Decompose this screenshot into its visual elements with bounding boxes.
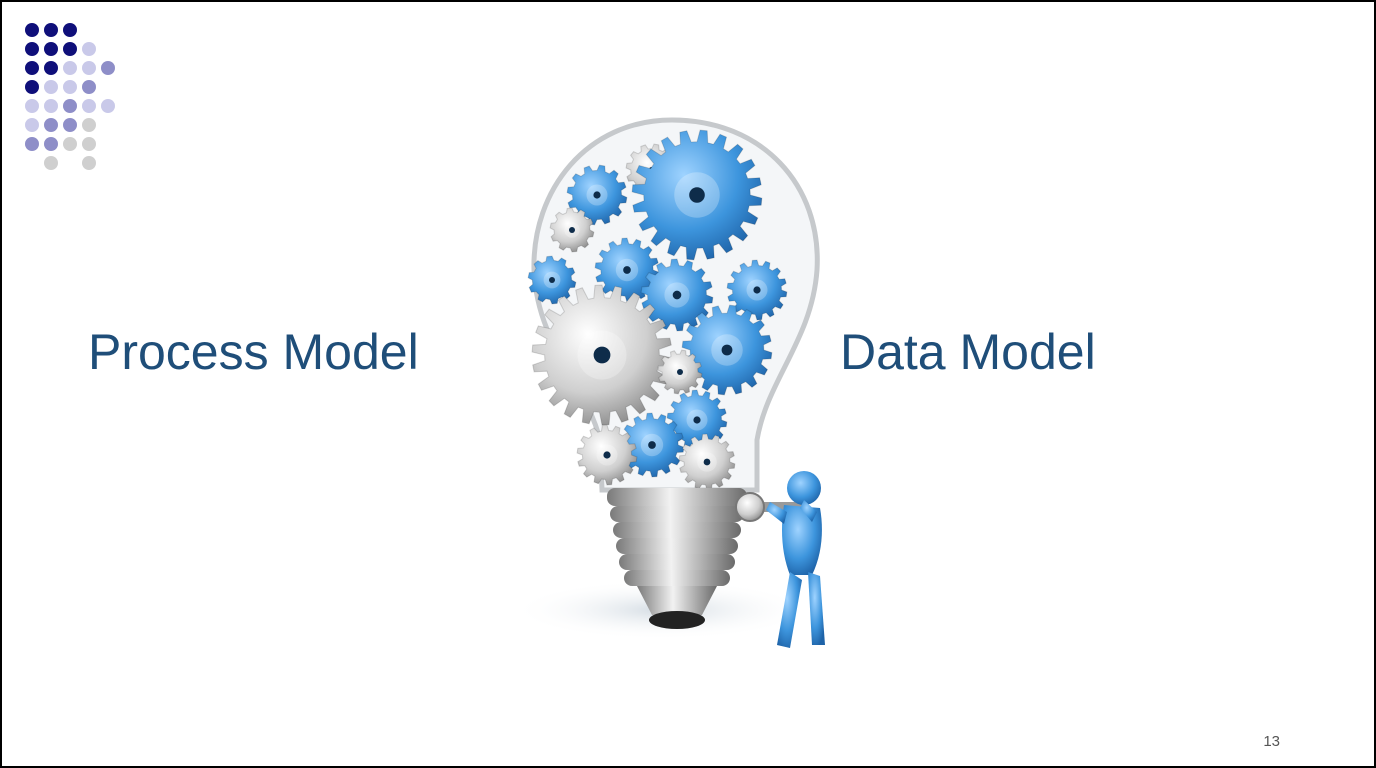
blue-figure <box>766 471 825 648</box>
page-number: 13 <box>1263 733 1280 750</box>
decorative-dot <box>25 61 39 75</box>
decorative-dot <box>44 61 58 75</box>
decorative-dot <box>63 42 77 56</box>
gear-icon <box>549 207 595 253</box>
decorative-dot <box>25 80 39 94</box>
decorative-dot <box>25 137 39 151</box>
gear-icon <box>678 433 736 491</box>
decorative-dot <box>25 23 39 37</box>
decorative-dot <box>82 137 96 151</box>
decorative-dot <box>44 42 58 56</box>
gear-icon <box>657 349 703 395</box>
decorative-dot <box>44 99 58 113</box>
gear-icon <box>527 255 577 305</box>
decorative-dot <box>82 61 96 75</box>
decorative-dot <box>63 137 77 151</box>
decorative-dot <box>82 80 96 94</box>
decorative-dot <box>63 80 77 94</box>
gear-icon <box>726 259 788 321</box>
decorative-dot <box>44 80 58 94</box>
decorative-dot <box>25 42 39 56</box>
crank-hub <box>735 492 765 522</box>
decorative-dot <box>63 61 77 75</box>
data-model-title: Data Model <box>840 324 1096 380</box>
process-model-title: Process Model <box>88 324 419 380</box>
gear-icon <box>640 258 714 332</box>
decorative-dot <box>44 156 58 170</box>
gear-icon <box>531 284 673 426</box>
decorative-dot <box>44 23 58 37</box>
decorative-dot <box>82 42 96 56</box>
decorative-dot <box>44 118 58 132</box>
decorative-dot <box>82 99 96 113</box>
gear-icon <box>594 237 660 303</box>
decorative-dot <box>101 61 115 75</box>
decorative-dot <box>25 99 39 113</box>
decorative-dot <box>44 137 58 151</box>
decorative-dot <box>82 118 96 132</box>
lightbulb-gears-illustration <box>512 117 825 648</box>
decorative-dot <box>63 23 77 37</box>
gear-icon <box>631 129 763 261</box>
gear-icon <box>681 304 773 396</box>
gear-icon <box>576 424 638 486</box>
gear-icon <box>566 164 628 226</box>
decorative-dot <box>82 156 96 170</box>
decorative-dot <box>101 99 115 113</box>
decorative-dot <box>63 118 77 132</box>
bulb-base <box>607 488 747 629</box>
decorative-dot <box>25 118 39 132</box>
decorative-dot <box>63 99 77 113</box>
decorative-dot-grid <box>25 23 115 170</box>
